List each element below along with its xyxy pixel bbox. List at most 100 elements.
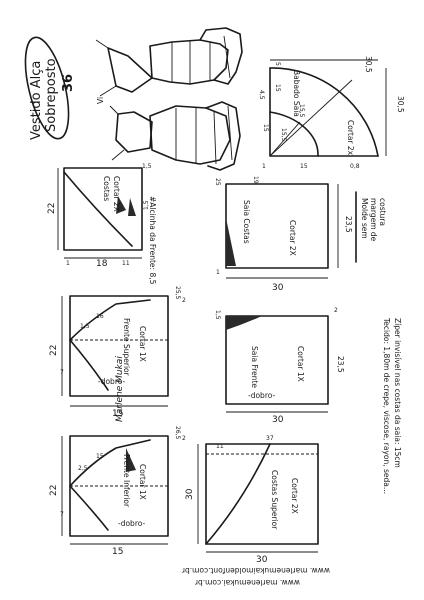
frente-sup-cut: Cortar 1X [138,326,147,362]
babado-radius-inner: 15,5 [280,128,287,142]
babado-right: 30,5 [396,96,405,113]
babado-radius-1 [269,79,353,157]
frente-inf-height: 22 [49,485,59,496]
frente-inf-side: 7 [60,511,64,518]
title-line1: Vestido Alça [29,61,44,140]
babado-top: 30,5 [364,56,373,73]
dress-top-straps [95,39,117,97]
costas-curve [63,171,133,247]
fabric-note: Tecido: 1,80m de crepe, viscose, rayon, … [382,317,402,494]
frente-sup-edge: 2 [182,297,186,304]
saia-frente-dart [226,316,262,330]
costas-sup-height: 30 [185,488,195,500]
saia-frente-width: 30 [272,415,284,425]
dress-bottom-folds [175,105,233,165]
saia-frente-height: 23,5 [336,356,345,373]
footer-line2: www. marlenemukaimoldenfont.com.br [181,566,330,575]
babado-name: Babado Saia [292,70,301,117]
frente-inf-depth: 15 [96,453,104,460]
costas-sup-left: 11 [216,443,224,450]
costas-sup-top: 37 [266,435,274,442]
piece-frente-inferior: 22 15 7 26,5 15 2,5 2 -dobro- Frente Inf… [49,426,186,557]
costas-top-margin: 1,5 [142,163,152,170]
saia-costas-left-top: 25 [214,178,221,186]
saia-frente-fold: -dobro- [248,391,275,400]
saia-frente-outline [225,315,329,405]
molde-note-line1: Molde sem [360,198,369,239]
babado-radius-2 [269,121,301,157]
saia-costas-width: 30 [272,283,284,293]
frente-sup-outline [69,295,169,397]
dress-top-folds [171,35,231,84]
babado-small-a: 5 [274,62,281,66]
piece-babado: 30,5 30,5 5 15 4,5 15 15,5 15,5 15 1 0,8… [258,56,405,170]
title-line2: Sobreposto [44,58,59,132]
frente-sup-diag: 1,5 [80,323,90,330]
saia-costas-dart [226,218,236,266]
saia-frente-cut: Cortar 1X [296,346,305,382]
dress-top-bodice [107,47,153,93]
frente-inf-cut: Cortar 1X [138,464,147,500]
frente-sup-neck [69,299,151,341]
babado-left-step: 15 [262,124,269,132]
frente-inf-top: 26,5 [174,426,181,440]
frente-inf-width: 15 [112,547,123,557]
babado-top-step: 15 [274,84,281,92]
costas-name: Costas [102,176,111,201]
saia-costas-name: Saia Costas [242,200,251,244]
saia-costas-left-bottom: 1 [216,269,220,276]
molde-note-line3: costura [378,198,387,226]
fabric-note-line2: Zíper invisível nas costas da saia: 15cm [393,318,402,468]
frente-inf-armhole [69,485,109,531]
saia-frente-name: Saia Frente [250,346,259,388]
frente-inf-neck [69,439,151,487]
saia-costas-height: 23,5 [344,216,353,233]
piece-saia-costas: 30 23,5 19 25 1 Saia Costas Cortar 2X [214,176,353,293]
costas-sup-cut: Cortar 2X [290,478,299,514]
molde-note: Molde sem margem de costura [355,191,387,263]
costas-left-margin: 1 [66,260,70,267]
frente-inf-diag: 2,5 [78,465,88,472]
frente-sup-name: Frente Superior [122,318,131,377]
costas-sup-curve [205,443,271,545]
babado-radius-outer: 15,5 [298,104,305,118]
costas-sup-name: Costas Superior [270,470,279,530]
costas-right-margin: 11 [122,260,130,267]
saia-costas-top: 19 [252,176,259,184]
piece-costas-saia-superior: 30 30 37 11 Costas Superior Cortar 2X [185,435,319,565]
frente-sup-top: 25,5 [174,286,181,300]
costas-dart-1 [116,196,126,214]
frente-sup-fold: -dobro- [98,377,125,386]
babado-cut: Cortar 2x [346,120,355,156]
costas-sup-outline [205,443,319,545]
fabric-note-line1: Tecido: 1,80m de crepe, viscose, rayon, … [382,317,391,494]
saia-frente-top: 1,5 [214,310,221,320]
dress-bottom-skirt2 [205,101,241,171]
title-bubble [24,36,70,140]
costas-sup-width: 30 [256,555,268,565]
babado-small-d: 0,8 [350,163,360,170]
dress-illustration: Vi [95,27,243,171]
babado-outer-arc [269,67,379,157]
frente-inf-fold: -dobro- [118,519,145,528]
costas-dart-2 [128,198,136,216]
frente-inf-name: Frente Inferior [122,454,131,508]
frente-inf-edge: 2 [182,435,186,442]
babado-small-c: 1 [262,163,266,170]
title-block: Vestido Alça Sobreposto 36 [24,36,76,140]
alcinha-note: #Alcinha da Frente: 8,5 [148,196,157,285]
frente-sup-width: 15 [112,409,123,419]
dress-bottom-skirt1 [149,105,231,165]
costas-outline [63,167,143,251]
costas-shoulder: 1,5 [143,200,150,210]
babado-small-b: 4,5 [258,90,265,100]
footer: www. marlenemukai.com.br www. marlenemuk… [181,566,330,587]
saia-frente-edge: 2 [334,307,338,314]
signature: Marlene Mukai [115,356,125,422]
frente-sup-side: 7 [60,369,64,376]
frente-sup-depth: 16 [96,313,104,320]
molde-note-line2: margem de [369,198,378,242]
dress-bottom-bodice [115,111,153,153]
